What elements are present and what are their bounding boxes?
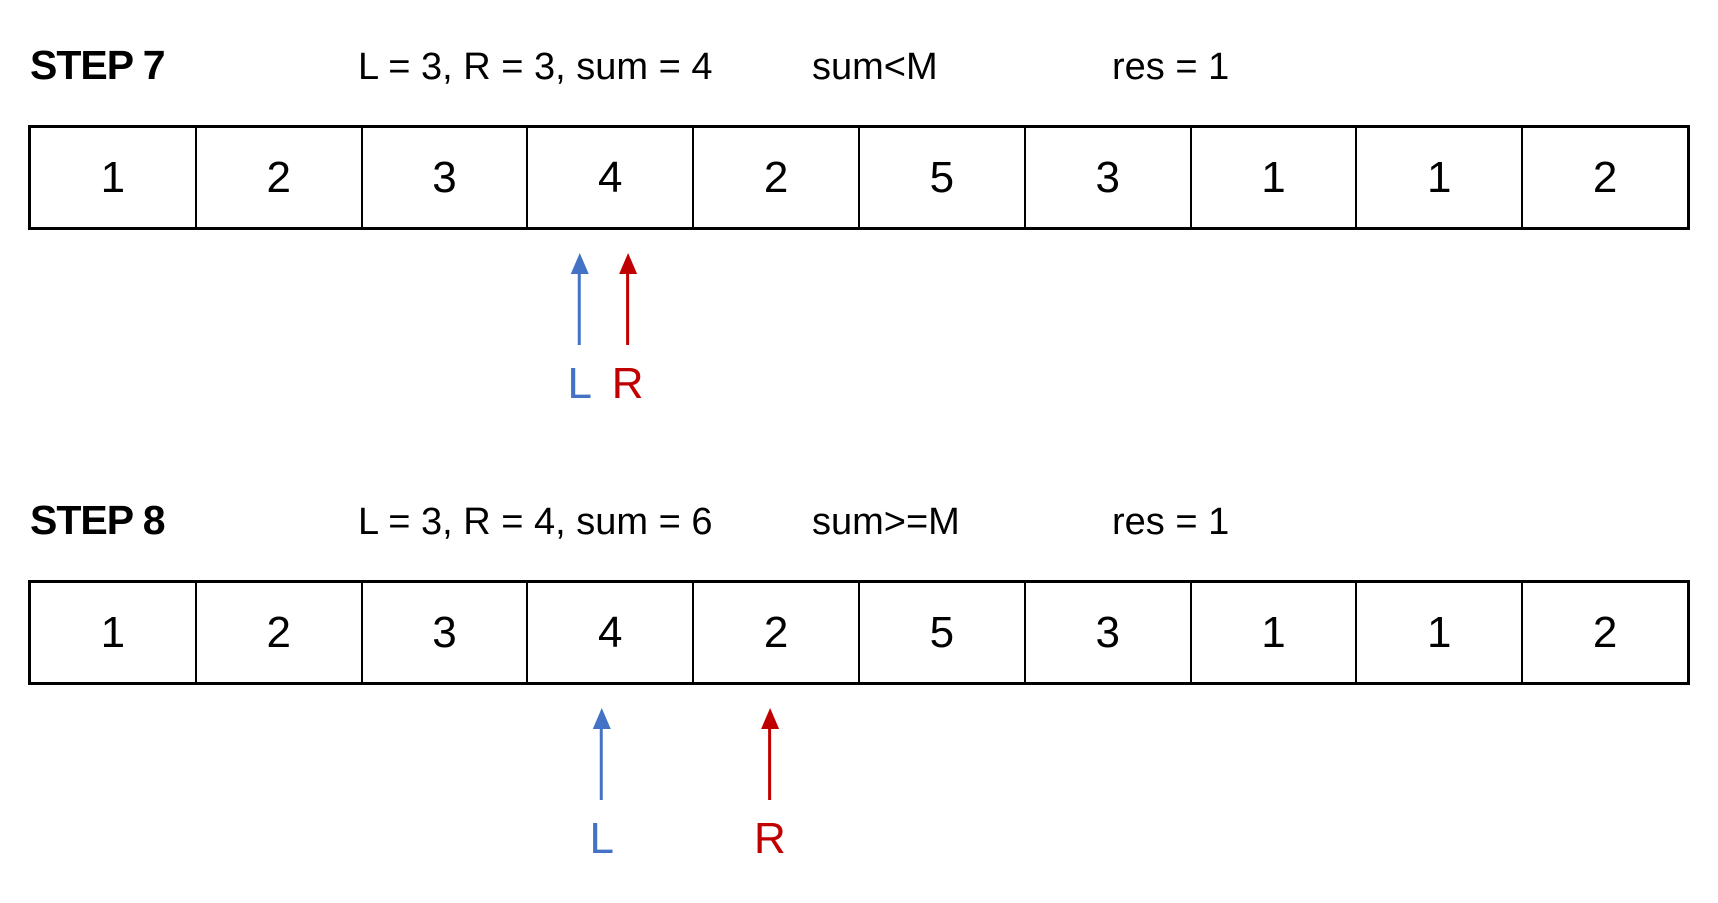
array-cell: 3 — [363, 128, 529, 227]
array-cell: 1 — [1357, 128, 1524, 227]
up-arrow-icon — [618, 253, 637, 274]
condition-text: sum<M — [812, 46, 938, 88]
array-cell: 2 — [197, 583, 363, 682]
up-arrow-icon — [570, 253, 589, 274]
up-arrow-icon — [592, 708, 611, 729]
right-pointer-label: R — [611, 359, 644, 408]
step-title: STEP 7 — [30, 42, 166, 88]
array-cell: 2 — [1592, 152, 1618, 202]
left-pointer-label: L — [567, 359, 592, 408]
right-pointer: R — [612, 253, 644, 406]
right-pointer-label: R — [754, 814, 786, 863]
pointer-state-text: L = 3, R = 4, sum = 6 — [358, 501, 713, 543]
array-cell: 2 — [197, 128, 363, 227]
condition-text: sum>=M — [812, 501, 960, 543]
array-cell: 3 — [363, 583, 529, 682]
array-cell: 4 — [528, 128, 695, 227]
arrow-shaft — [600, 729, 604, 800]
step-7-section: STEP 7 L = 3, R = 3, sum = 4 sum<M res =… — [28, 42, 1690, 423]
array-cell: 2 — [694, 583, 860, 682]
step-title: STEP 8 — [30, 497, 166, 543]
left-pointer: L — [589, 708, 614, 863]
result-text: res = 1 — [1112, 46, 1230, 88]
arrow-shaft — [768, 729, 772, 800]
array-cell: 3 — [1026, 583, 1192, 682]
array-cell: 1 — [31, 583, 197, 682]
result-text: res = 1 — [1112, 501, 1230, 543]
pointer-state-text: L = 3, R = 3, sum = 4 — [358, 46, 713, 88]
up-arrow-icon — [760, 708, 779, 729]
array-cell: 5 — [860, 583, 1026, 682]
arrow-shaft — [578, 274, 582, 345]
right-pointer: R — [754, 708, 786, 861]
array-cell: 1 — [1192, 128, 1358, 227]
array-cell: 4 — [528, 583, 695, 682]
left-pointer-label: L — [589, 814, 614, 863]
left-pointer: L — [567, 253, 592, 408]
array-cell: 2 — [694, 128, 860, 227]
array-cell: 1 — [31, 128, 197, 227]
array-cell: 1 — [1357, 583, 1524, 682]
arrow-shaft — [626, 274, 630, 345]
array-cell: 1 — [1192, 583, 1358, 682]
array-cell: 5 — [860, 128, 1026, 227]
step-8-section: STEP 8 L = 3, R = 4, sum = 6 sum>=M res … — [0, 455, 1718, 903]
array-cell: 2 — [1592, 607, 1618, 657]
array-cell: 3 — [1026, 128, 1192, 227]
